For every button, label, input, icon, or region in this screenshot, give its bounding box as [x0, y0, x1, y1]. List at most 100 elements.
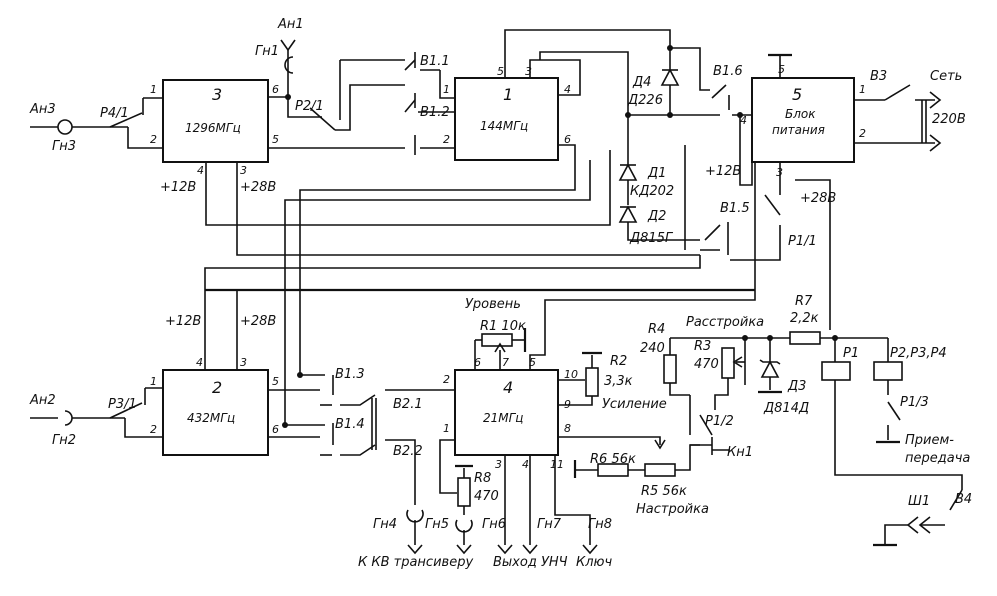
block-5-number: 5 [792, 85, 802, 104]
block-5-line1: Блок [785, 107, 816, 121]
label-priem1: Прием- [905, 433, 954, 448]
label-kkv: К КВ трансиверу [358, 555, 473, 570]
pin-label: 1 [150, 375, 157, 388]
label-an3: Ан3 [29, 102, 56, 117]
label-p234: Р2,Р3,Р4 [890, 346, 947, 361]
pin-label: 6 [272, 423, 279, 436]
block-4-number: 4 [503, 378, 513, 397]
label-an1: Ан1 [277, 17, 304, 32]
label-d4type: Д226 [627, 93, 663, 108]
label-v12: В1.2 [420, 105, 450, 120]
label-usilenie: Усиление [602, 397, 667, 412]
pin-label: 4 [196, 356, 203, 369]
label-gn3: Гн3 [52, 139, 76, 154]
label-v16: В1.6 [713, 64, 743, 79]
label-r2val: 3,3к [604, 374, 633, 389]
pin-label: 1 [150, 83, 157, 96]
label-v22: В2.2 [393, 444, 423, 459]
pin-label: 5 [272, 375, 279, 388]
pin-label: 3 [240, 356, 247, 369]
pin-label: 5 [272, 133, 279, 146]
label-r8: R8 [474, 471, 491, 486]
block-4-freq: 21МГц [483, 411, 523, 425]
pin-label: 2 [443, 133, 450, 146]
block-2-432mhz: 2 432МГц 1 2 4 3 5 6 [150, 356, 279, 456]
pin-label: 3 [240, 164, 247, 177]
label-plus28-b3: +28В [240, 180, 276, 195]
label-v13: В1.3 [335, 367, 365, 382]
block-2-freq: 432МГц [187, 411, 235, 425]
pin-label: 6 [272, 83, 279, 96]
label-an2: Ан2 [29, 393, 56, 408]
block-1-number: 1 [503, 85, 513, 104]
label-plus12-b2: +12В [165, 314, 201, 329]
label-r6: R6 56к [590, 452, 636, 467]
label-set: Сеть [930, 69, 962, 84]
label-vyhod: Выход УНЧ [493, 555, 568, 570]
pin-label: 5 [778, 63, 785, 76]
label-v3: В3 [870, 69, 887, 84]
label-p21: Р2/1 [295, 99, 324, 114]
pin-label: 4 [197, 164, 204, 177]
pin-label: 10 [564, 368, 578, 381]
block-3-number: 3 [212, 85, 222, 104]
label-kn1: Кн1 [727, 445, 753, 460]
label-r1: R1 10к [480, 319, 526, 334]
block-5-line2: питания [772, 123, 825, 137]
pin-label: 8 [564, 422, 571, 435]
label-priem2: передача [905, 451, 970, 466]
label-gn4: Гн4 [373, 517, 397, 532]
label-gn5: Гн5 [425, 517, 449, 532]
block-3-freq: 1296МГц [185, 121, 241, 135]
label-gn1: Гн1 [255, 44, 279, 59]
pin-label: 4 [740, 114, 747, 127]
label-d4: Д4 [632, 75, 651, 90]
label-rasstroika: Расстройка [686, 315, 764, 330]
block-3-1296mhz: 3 1296МГц 1 2 6 5 4 3 [150, 79, 279, 177]
wiring-top [30, 29, 942, 425]
label-d2type: Д815Г [629, 231, 674, 246]
junction-dots [282, 45, 838, 428]
label-uroven: Уровень [465, 297, 521, 312]
pin-label: 1 [859, 83, 866, 96]
label-r3val: 470 [694, 357, 719, 372]
pin-label: 5 [497, 65, 504, 78]
label-kluch: Ключ [576, 555, 612, 570]
label-p11: Р1/1 [788, 234, 817, 249]
pin-label: 2 [150, 133, 157, 146]
label-d3type: Д814Д [763, 401, 809, 416]
pin-label: 2 [859, 127, 866, 140]
label-gn2: Гн2 [52, 433, 76, 448]
pin-label: 11 [550, 458, 564, 471]
label-gn8: Гн8 [588, 517, 612, 532]
label-p13: Р1/3 [900, 395, 929, 410]
pin-label: 4 [522, 458, 529, 471]
pin-label: 2 [150, 423, 157, 436]
label-r8val: 470 [474, 489, 499, 504]
label-gn7: Гн7 [537, 517, 562, 532]
label-r2: R2 [610, 354, 627, 369]
label-r3: R3 [694, 339, 711, 354]
pin-label: 5 [529, 356, 536, 369]
label-plus28-b2: +28В [240, 314, 276, 329]
block-4-21mhz: 4 21МГц 6 7 5 10 9 2 1 8 3 4 11 [443, 356, 578, 471]
label-r5: R5 56к [641, 484, 687, 499]
pin-label: 1 [443, 83, 450, 96]
label-v15: В1.5 [720, 201, 750, 216]
block-1-144mhz: 1 144МГц 5 3 4 1 2 6 [443, 65, 571, 161]
label-plus28-b5: +28В [800, 191, 836, 206]
pin-label: 4 [564, 83, 571, 96]
label-p31: Р3/1 [108, 397, 137, 412]
label-r7: R7 [795, 294, 813, 309]
label-v11: В1.1 [420, 54, 450, 69]
block-1-freq: 144МГц [480, 119, 528, 133]
pin-label: 6 [474, 356, 481, 369]
label-plus12-b3: +12В [160, 180, 196, 195]
label-d2: Д2 [647, 209, 666, 224]
pin-label: 1 [443, 422, 450, 435]
label-gn6: Гн6 [482, 517, 506, 532]
label-v4: В4 [955, 492, 972, 507]
pin-label: 3 [495, 458, 502, 471]
label-v21: В2.1 [393, 397, 423, 412]
